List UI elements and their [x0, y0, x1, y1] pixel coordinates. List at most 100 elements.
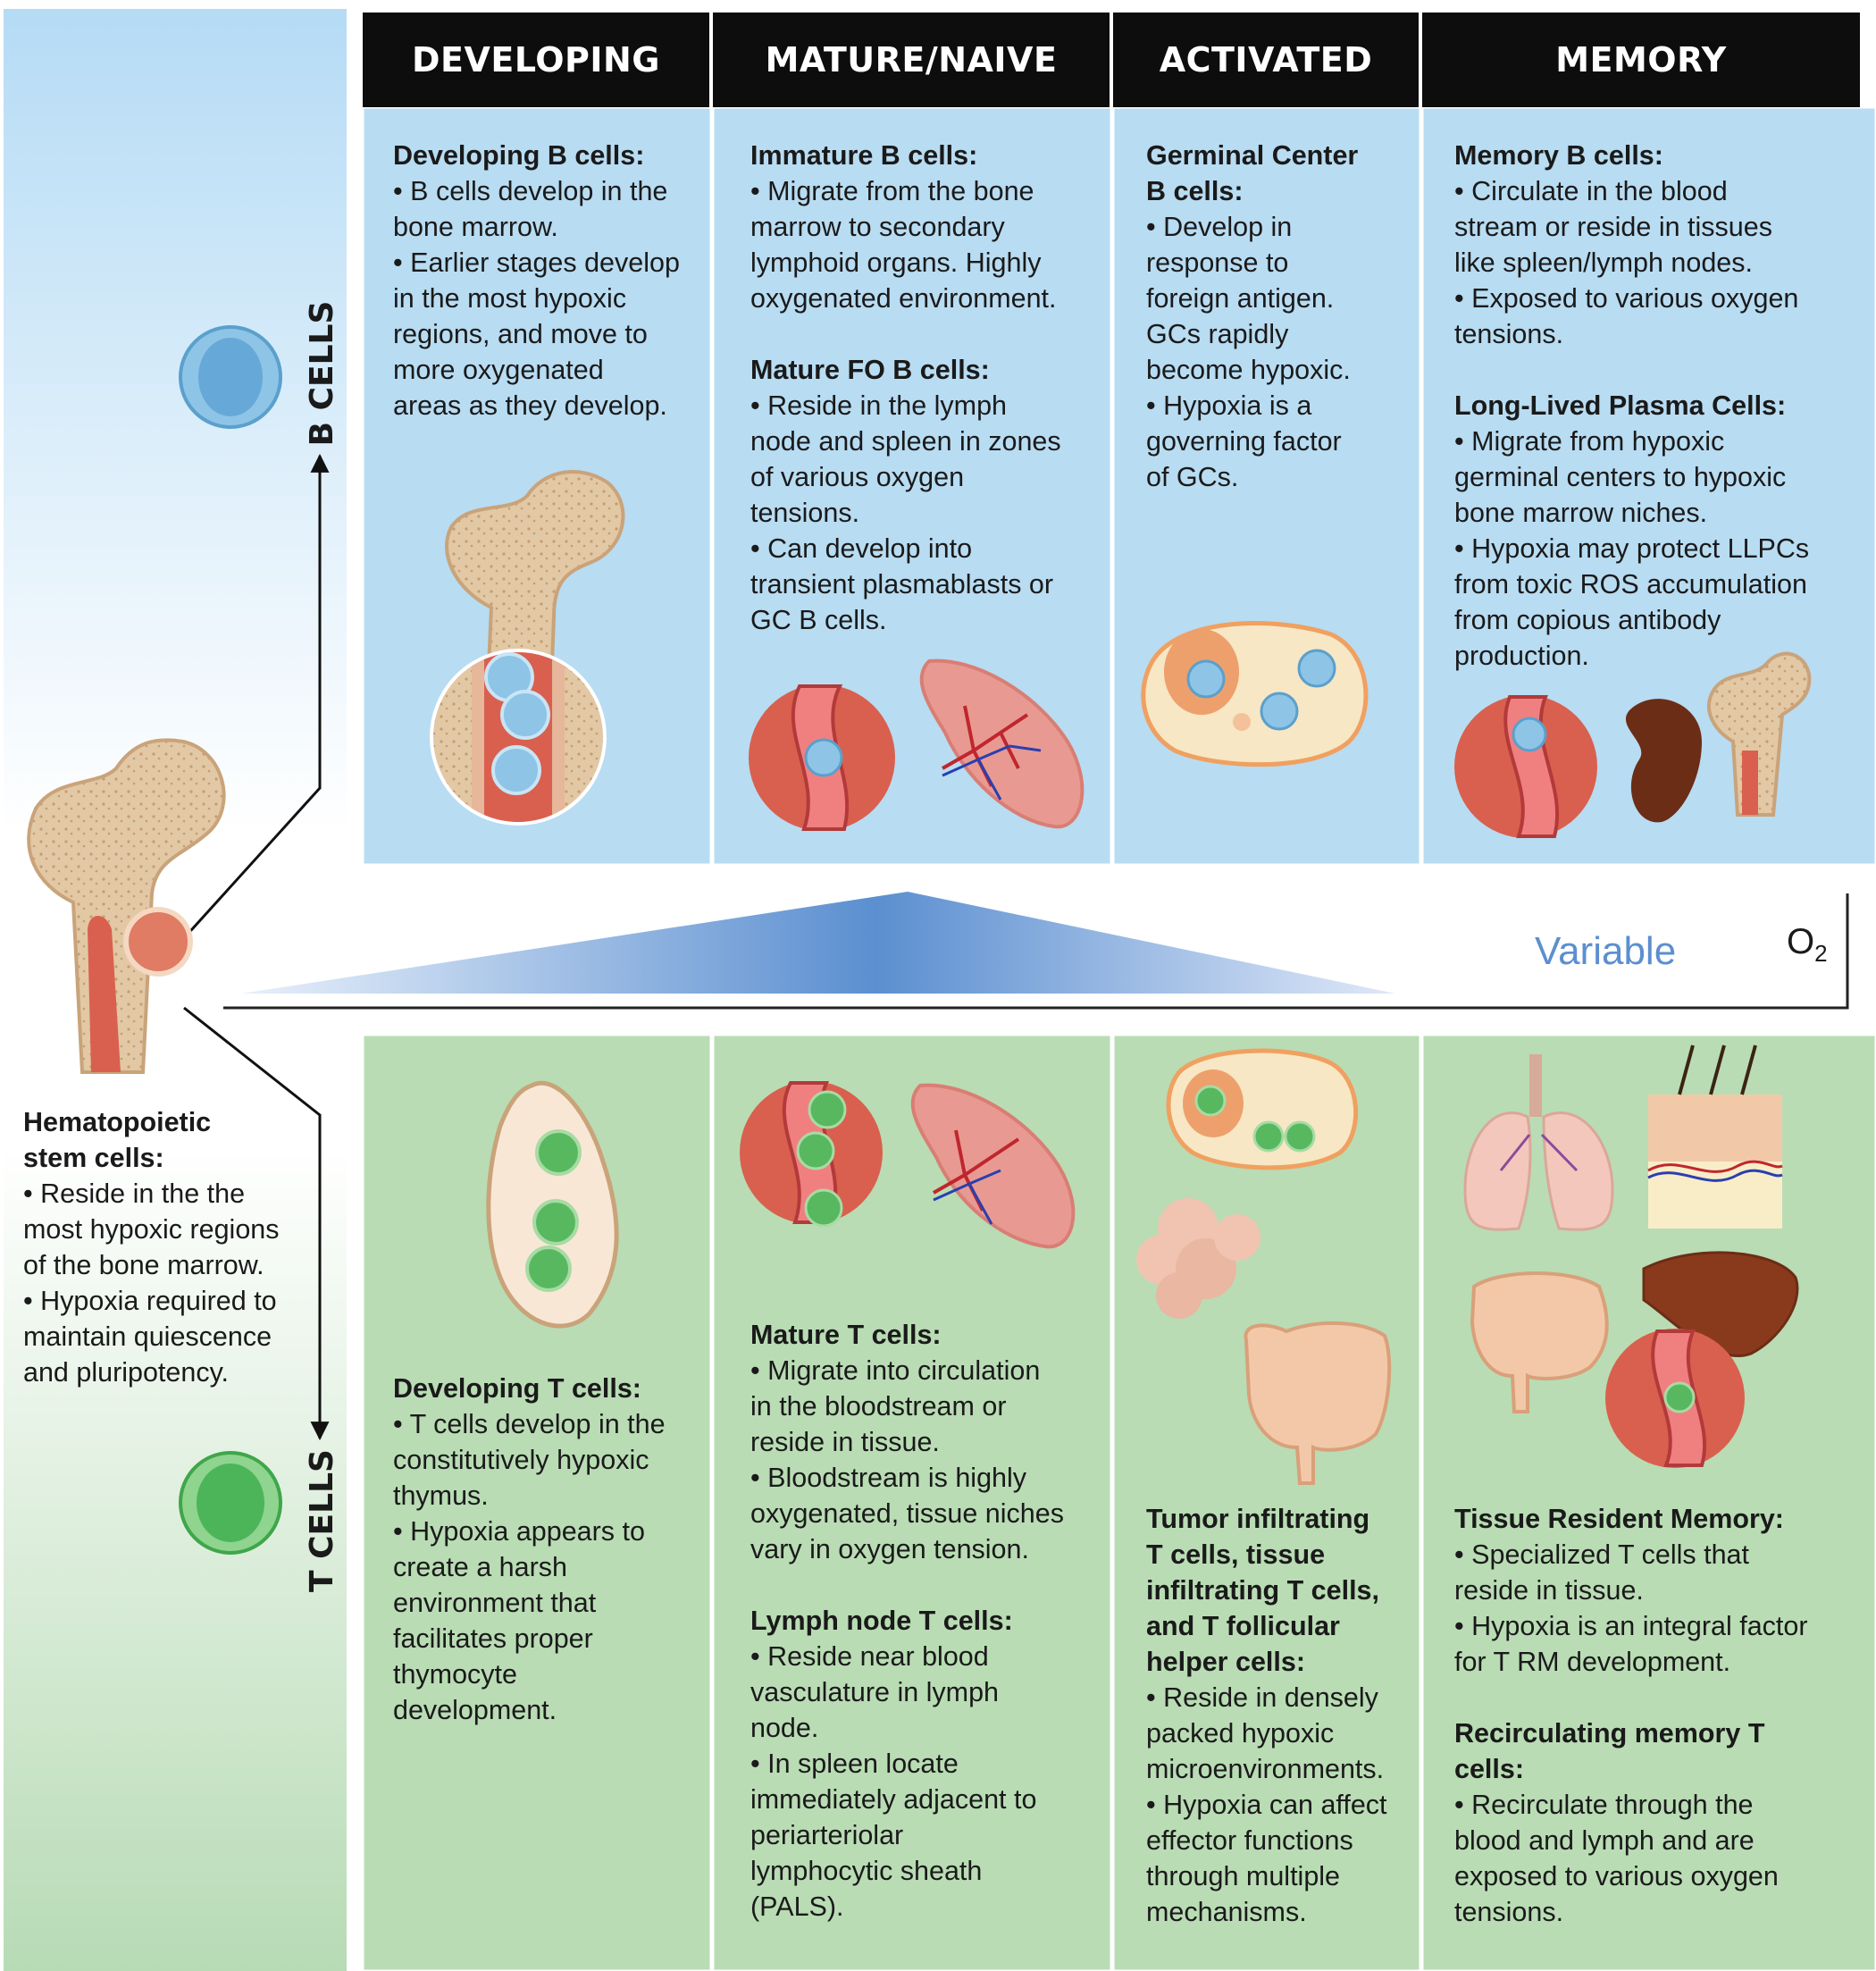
- oxygen-gradient: [241, 892, 1395, 994]
- oxygen-variable-label: Variable: [1535, 929, 1677, 973]
- text-body-line: node and spleen in zones: [750, 426, 1061, 457]
- text-body-line: • Reside in densely: [1146, 1682, 1378, 1713]
- text-body-line: reside in tissue.: [1454, 1575, 1644, 1606]
- text-body-line: lymphocytic sheath: [750, 1856, 983, 1886]
- paragraph-gap: [1454, 352, 1874, 388]
- text-body-line: • Can develop into: [750, 533, 973, 564]
- text-body-line: transient plasmablasts or: [750, 569, 1054, 600]
- text-body-line: like spleen/lymph nodes.: [1454, 247, 1753, 278]
- text-body-line: • Migrate into circulation: [750, 1355, 1041, 1386]
- text-body-line: • Exposed to various oxygen: [1454, 283, 1799, 314]
- text-body-line: of the bone marrow.: [23, 1250, 264, 1280]
- t-activated-gc-icon: [1166, 1048, 1359, 1170]
- text-body-line: oxygenated, tissue niches: [750, 1498, 1064, 1529]
- text-heading-line: Hematopoietic: [23, 1107, 212, 1137]
- text-body-line: (PALS).: [750, 1891, 844, 1922]
- oxygen-symbol: O2: [1787, 922, 1828, 968]
- t-cell-arrow: [183, 1006, 330, 1441]
- text-heading-line: helper cells:: [1146, 1647, 1305, 1677]
- b-mature-spleen-icon: [919, 658, 1085, 829]
- b-cell-arrow: [182, 453, 330, 940]
- text-heading-line: Germinal Center: [1146, 140, 1359, 171]
- text-heading-line: cells:: [1454, 1754, 1524, 1784]
- text-body-line: foreign antigen.: [1146, 283, 1335, 314]
- text-body-line: tensions.: [750, 498, 860, 528]
- text-heading-line: Developing T cells:: [393, 1373, 641, 1404]
- text-body-line: more oxygenated: [393, 355, 604, 385]
- text-body-line: germinal centers to hypoxic: [1454, 462, 1787, 492]
- t-developing-thymus-icon: [486, 1080, 619, 1329]
- t-developing-text: Developing T cells:• T cells develop in …: [393, 1371, 706, 1728]
- text-heading-line: Memory B cells:: [1454, 140, 1663, 171]
- text-body-line: GC B cells.: [750, 605, 887, 635]
- text-body-line: reside in tissue.: [750, 1427, 940, 1457]
- text-body-line: • Recirculate through the: [1454, 1790, 1754, 1820]
- text-body-line: environment that: [393, 1588, 597, 1618]
- b-memory-femur-icon: [1706, 651, 1812, 817]
- text-heading-line: B cells:: [1146, 176, 1244, 206]
- t-mature-text: Mature T cells: • Migrate into circulatio…: [750, 1317, 1108, 1925]
- text-body-line: node.: [750, 1713, 819, 1743]
- text-body-line: of GCs.: [1146, 462, 1239, 492]
- text-heading-line: Tissue Resident Memory:: [1454, 1504, 1784, 1534]
- text-body-line: constitutively hypoxic: [393, 1445, 649, 1475]
- text-body-line: • Hypoxia required to: [23, 1286, 277, 1316]
- text-body-line: exposed to various oxygen: [1454, 1861, 1779, 1891]
- text-body-line: vasculature in lymph: [750, 1677, 1000, 1707]
- t-memory-skin-icon: [1647, 1044, 1783, 1229]
- text-body-line: • Develop in: [1146, 212, 1293, 242]
- text-heading-line: Mature FO B cells:: [750, 355, 990, 385]
- text-heading-line: Developing B cells:: [393, 140, 645, 171]
- text-body-line: in the bloodstream or: [750, 1391, 1007, 1422]
- text-body-line: thymus.: [393, 1480, 489, 1511]
- b-memory-vessel-icon: [1454, 695, 1597, 838]
- text-body-line: • Migrate from the bone: [750, 176, 1034, 206]
- text-body-line: • Bloodstream is highly: [750, 1463, 1027, 1493]
- text-body-line: bone marrow niches.: [1454, 498, 1708, 528]
- text-heading-line: T cells, tissue: [1146, 1539, 1326, 1570]
- t-mature-spleen-icon: [910, 1083, 1076, 1249]
- t-activated-intestine-icon: [1244, 1321, 1392, 1485]
- text-body-line: through multiple: [1146, 1861, 1341, 1891]
- text-body-line: from toxic ROS accumulation: [1454, 569, 1807, 600]
- text-body-line: • Migrate from hypoxic: [1454, 426, 1725, 457]
- text-body-line: governing factor: [1146, 426, 1342, 457]
- text-body-line: • Hypoxia is a: [1146, 390, 1312, 421]
- text-body-line: • Hypoxia may protect LLPCs: [1454, 533, 1810, 564]
- text-body-line: response to: [1146, 247, 1289, 278]
- text-heading-line: infiltrating T cells,: [1146, 1575, 1379, 1606]
- b-germinal-center-icon: [1141, 621, 1369, 767]
- t-memory-intestine-icon: [1470, 1271, 1609, 1413]
- b-cells-label: B CELLS: [304, 300, 340, 447]
- text-heading-line: Immature B cells:: [750, 140, 978, 171]
- text-body-line: immediately adjacent to: [750, 1784, 1037, 1815]
- text-body-line: GCs rapidly: [1146, 319, 1289, 349]
- text-body-line: tensions.: [1454, 1897, 1564, 1927]
- text-body-line: and pluripotency.: [23, 1357, 230, 1388]
- header-mature: MATURE/NAIVE: [713, 13, 1110, 107]
- text-body-line: regions, and move to: [393, 319, 648, 349]
- text-body-line: oxygenated environment.: [750, 283, 1057, 314]
- text-body-line: mechanisms.: [1146, 1897, 1307, 1927]
- text-heading-line: Mature T cells:: [750, 1320, 942, 1350]
- header-memory: MEMORY: [1422, 13, 1860, 107]
- text-body-line: vary in oxygen tension.: [750, 1534, 1029, 1564]
- text-body-line: • B cells develop in the: [393, 176, 668, 206]
- hsc-femur-icon: [27, 738, 226, 1074]
- text-body-line: stream or reside in tissues: [1454, 212, 1772, 242]
- t-cells-label: T CELLS: [304, 1449, 340, 1592]
- b-activated-text: Germinal Center B cells: • Develop in respo…: [1146, 138, 1414, 495]
- t-cell-icon: [179, 1451, 282, 1555]
- t-activated-tumor-icon: [1136, 1198, 1260, 1319]
- text-body-line: tensions.: [1454, 319, 1564, 349]
- t-memory-lungs-icon: [1463, 1054, 1614, 1231]
- t-mature-vessel-icon: [740, 1081, 883, 1228]
- text-body-line: periarteriolar: [750, 1820, 904, 1850]
- b-cell-icon: [179, 325, 282, 429]
- text-body-line: facilitates proper: [393, 1623, 593, 1654]
- text-body-line: packed hypoxic: [1146, 1718, 1335, 1749]
- b-mature-text: Immature B cells: • Migrate from the bone…: [750, 138, 1108, 638]
